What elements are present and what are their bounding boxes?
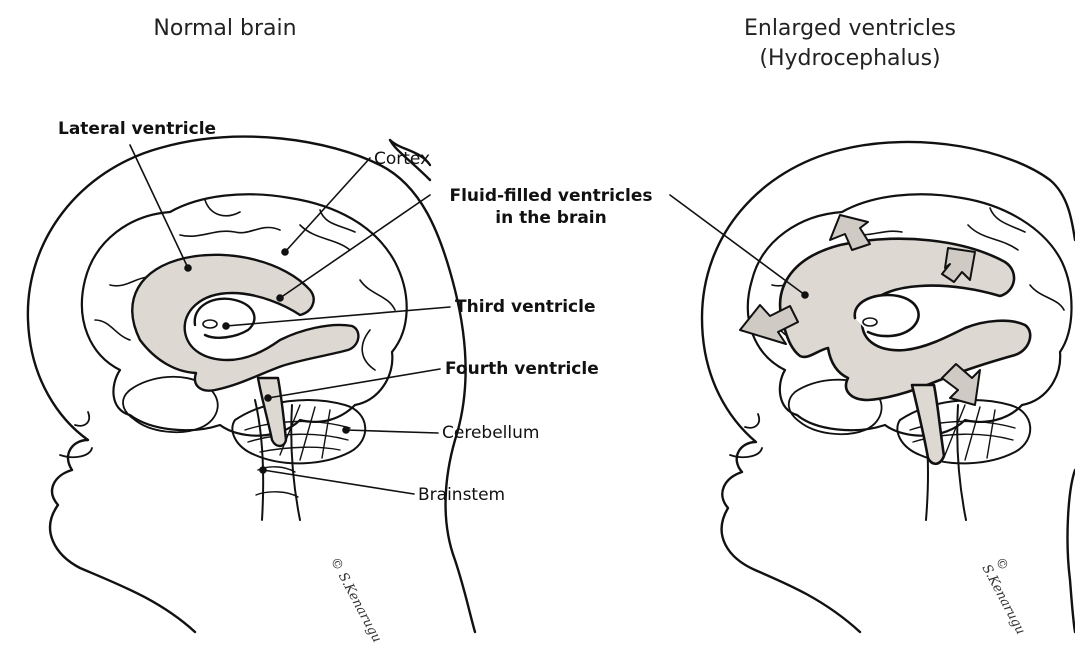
label-fluid-line2: in the brain [438, 207, 664, 229]
label-fourth-ventricle: Fourth ventricle [445, 358, 599, 380]
normal-ventricles [132, 255, 358, 446]
label-brainstem: Brainstem [418, 484, 505, 506]
label-cortex: Cortex [374, 148, 430, 170]
label-cerebellum: Cerebellum [442, 422, 539, 444]
label-third-ventricle: Third ventricle [455, 296, 595, 318]
label-fluid-filled-ventricles: Fluid-filled ventricles in the brain [438, 185, 664, 229]
label-lateral-ventricle: Lateral ventricle [58, 118, 216, 140]
label-fluid-line1: Fluid-filled ventricles [438, 185, 664, 207]
